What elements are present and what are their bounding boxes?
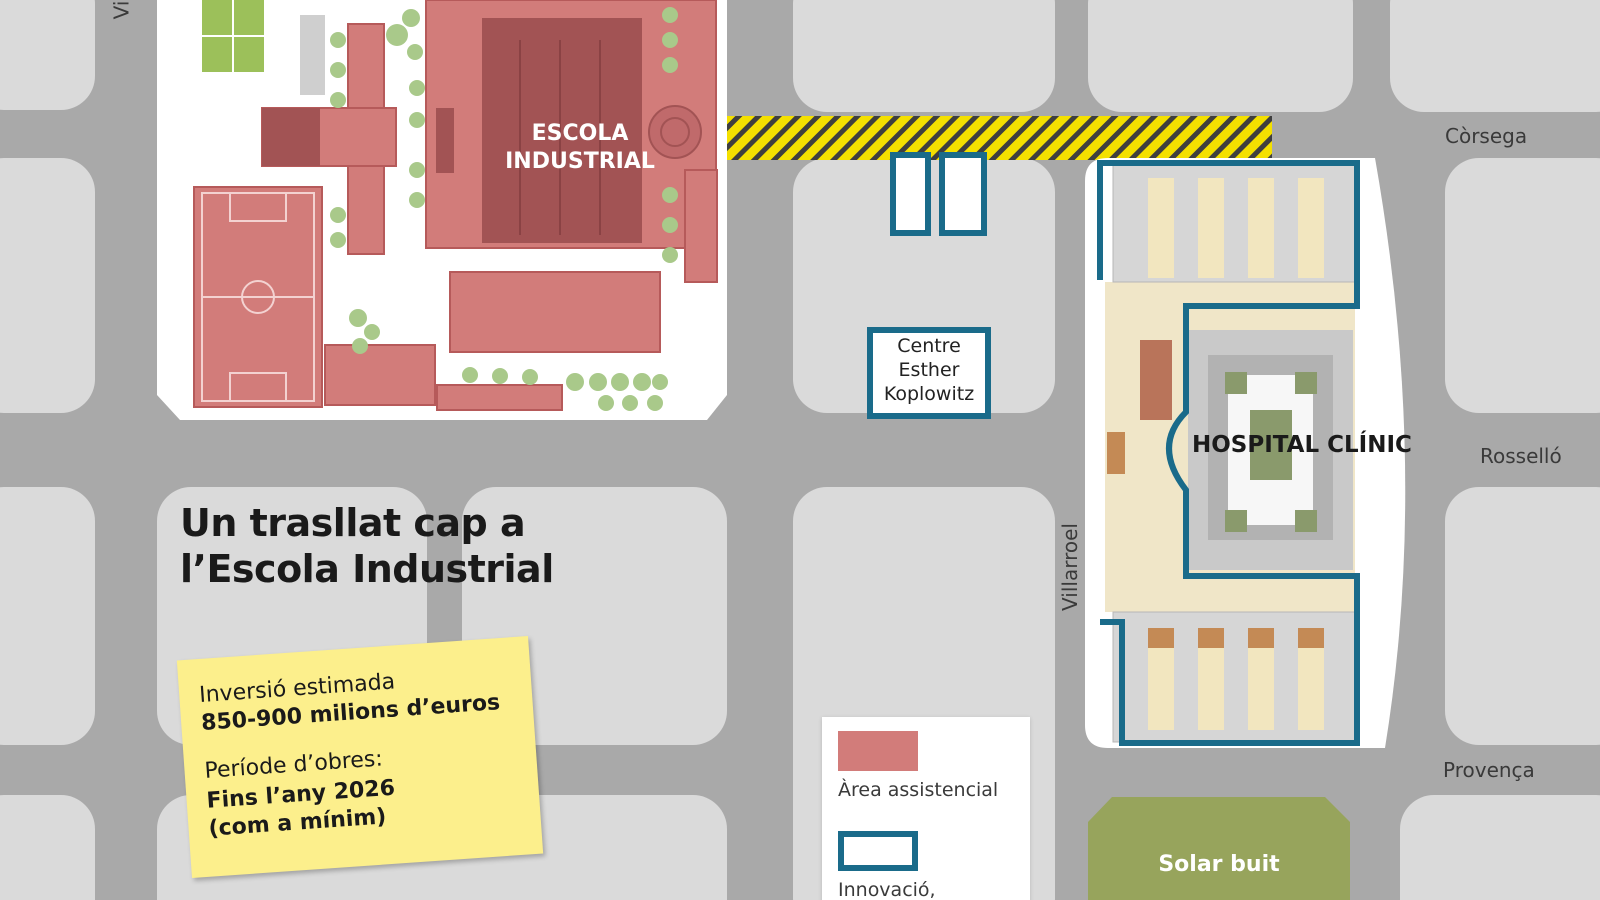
legend: Àrea assistencial Innovació,: [822, 717, 1030, 900]
city-block: [0, 0, 95, 110]
city-block: [0, 795, 95, 900]
city-block: [1445, 158, 1600, 413]
centre-esther-label: Centre Esther Koplowitz: [876, 334, 982, 406]
innovation-building: [939, 152, 987, 236]
legend-label-care-area: Àrea assistencial: [838, 779, 999, 801]
info-note: Inversió estimada 850-900 milions d’euro…: [176, 635, 544, 879]
legend-label-innovation: Innovació,: [838, 879, 936, 900]
gray-annex: [300, 15, 325, 95]
legend-swatch-care-area: [838, 731, 918, 771]
rotunda: [648, 105, 702, 159]
street-label-partial: Vi: [109, 0, 134, 20]
innovation-building: [890, 152, 931, 236]
street-label-corsega: Còrsega: [1445, 124, 1528, 148]
solar-buit-lot: [1088, 797, 1350, 900]
city-block: [1088, 0, 1353, 112]
escola-label-line-1: ESCOLA: [531, 121, 629, 146]
solar-buit-label: Solar buit: [1158, 852, 1280, 877]
centre-esther-line-1: Centre: [897, 335, 961, 357]
legend-swatch-innovation: [838, 831, 918, 871]
headline-line-2: l’Escola Industrial: [180, 547, 554, 591]
centre-esther-outline: [867, 327, 991, 419]
city-block: [793, 0, 1055, 112]
escola-label-line-2: INDUSTRIAL: [505, 149, 655, 174]
city-block: [1400, 795, 1600, 900]
headline: Un trasllat cap a l’Escola Industrial: [180, 500, 554, 592]
city-block: [1390, 0, 1600, 112]
city-block: [1445, 487, 1600, 745]
centre-esther-line-2: Esther: [898, 359, 960, 381]
trees: [330, 7, 678, 411]
hatched-connector: [727, 116, 1272, 160]
city-block: [0, 158, 95, 413]
city-block: [0, 487, 95, 745]
street-label-provenca: Provença: [1443, 758, 1535, 782]
hospital-outline: [1097, 160, 1360, 746]
hospital-clinic-label: HOSPITAL CLÍNIC: [1192, 432, 1412, 458]
escola-dark-roof: [262, 18, 642, 243]
escola-industrial-label: ESCOLA INDUSTRIAL: [480, 120, 680, 176]
centre-esther-line-3: Koplowitz: [883, 383, 975, 405]
street-label-villarroel: Villarroel: [1058, 523, 1082, 611]
headline-line-1: Un trasllat cap a: [180, 501, 526, 545]
street-label-rossello: Rosselló: [1480, 444, 1562, 468]
